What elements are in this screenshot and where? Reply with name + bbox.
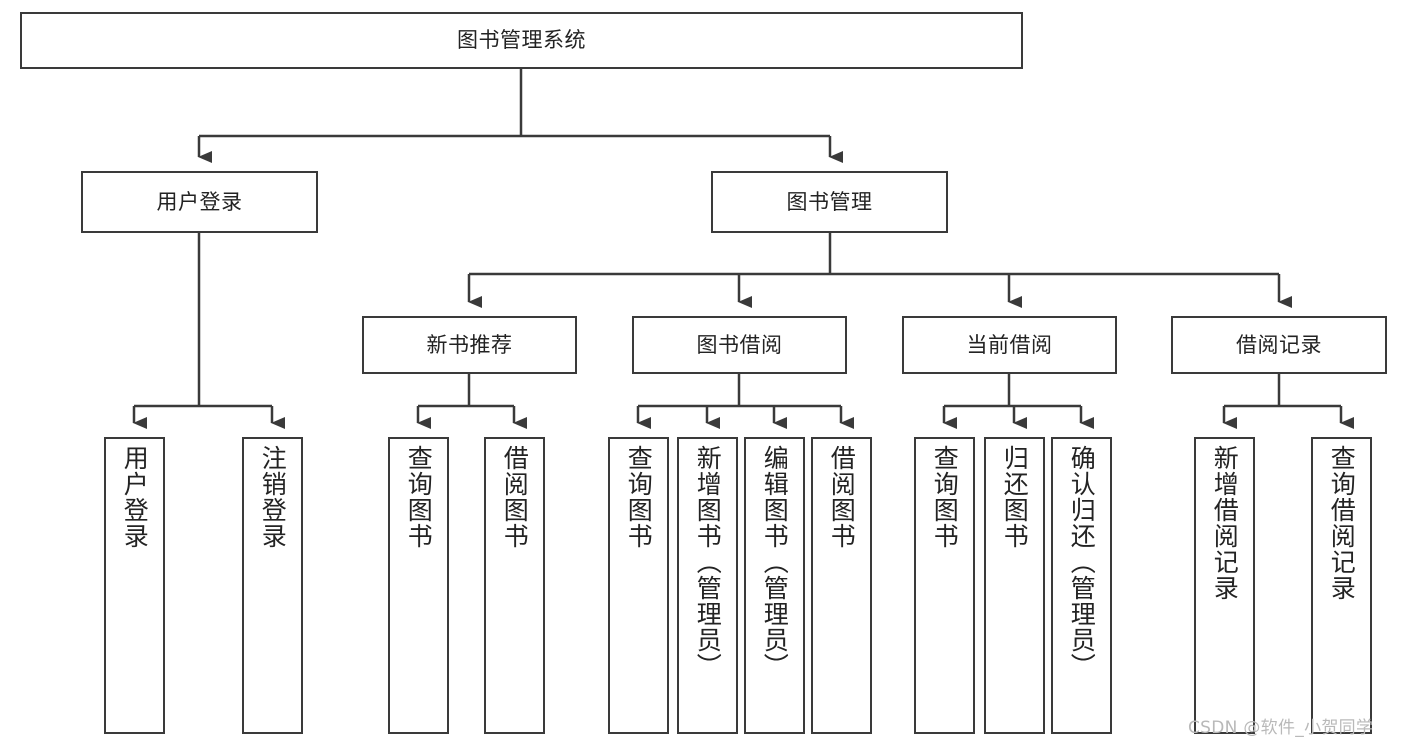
- node-leaf-add-book[interactable]: 新增图书（管理员）: [677, 437, 738, 734]
- node-leaf-edit-book[interactable]: 编辑图书（管理员）: [744, 437, 805, 734]
- node-leaf-borrow-book-2[interactable]: 借阅图书: [811, 437, 872, 734]
- node-new-book-recommend[interactable]: 新书推荐: [362, 316, 577, 374]
- node-leaf-borrow-book-1-label: 借阅图书: [500, 445, 530, 549]
- node-leaf-query-record-label: 查询借阅记录: [1327, 445, 1357, 601]
- node-leaf-return-book[interactable]: 归还图书: [984, 437, 1045, 734]
- node-leaf-query-book-2[interactable]: 查询图书: [608, 437, 669, 734]
- node-leaf-query-book-1[interactable]: 查询图书: [388, 437, 449, 734]
- node-leaf-user-login-label: 用户登录: [120, 445, 150, 549]
- node-user-login[interactable]: 用户登录: [81, 171, 318, 233]
- node-leaf-borrow-book-1[interactable]: 借阅图书: [484, 437, 545, 734]
- node-user-login-label: 用户登录: [156, 189, 243, 214]
- node-leaf-logout[interactable]: 注销登录: [242, 437, 303, 734]
- node-root-label: 图书管理系统: [457, 28, 586, 53]
- node-leaf-confirm-return-label: 确认归还（管理员）: [1067, 445, 1097, 679]
- node-leaf-query-record[interactable]: 查询借阅记录: [1311, 437, 1372, 734]
- node-leaf-query-book-2-label: 查询图书: [624, 445, 654, 549]
- node-leaf-confirm-return[interactable]: 确认归还（管理员）: [1051, 437, 1112, 734]
- node-book-borrow[interactable]: 图书借阅: [632, 316, 847, 374]
- node-leaf-user-login[interactable]: 用户登录: [104, 437, 165, 734]
- node-leaf-edit-book-label: 编辑图书（管理员）: [760, 445, 790, 679]
- node-root[interactable]: 图书管理系统: [20, 12, 1023, 69]
- node-leaf-logout-label: 注销登录: [258, 445, 288, 549]
- node-leaf-borrow-book-2-label: 借阅图书: [827, 445, 857, 549]
- node-borrow-record[interactable]: 借阅记录: [1171, 316, 1387, 374]
- node-book-borrow-label: 图书借阅: [696, 332, 783, 357]
- node-leaf-query-book-1-label: 查询图书: [404, 445, 434, 549]
- node-borrow-record-label: 借阅记录: [1236, 332, 1322, 357]
- node-new-book-recommend-label: 新书推荐: [426, 332, 513, 357]
- node-current-borrow-label: 当前借阅: [966, 332, 1053, 357]
- node-book-manage[interactable]: 图书管理: [711, 171, 948, 233]
- node-leaf-add-record-label: 新增借阅记录: [1210, 445, 1240, 601]
- node-leaf-return-book-label: 归还图书: [1000, 445, 1030, 549]
- node-leaf-add-record[interactable]: 新增借阅记录: [1194, 437, 1255, 734]
- node-book-manage-label: 图书管理: [786, 189, 873, 214]
- node-leaf-query-book-3-label: 查询图书: [930, 445, 960, 549]
- node-leaf-query-book-3[interactable]: 查询图书: [914, 437, 975, 734]
- watermark: CSDN @软件_小贺同学: [1188, 718, 1374, 738]
- node-leaf-add-book-label: 新增图书（管理员）: [693, 445, 723, 679]
- node-current-borrow[interactable]: 当前借阅: [902, 316, 1117, 374]
